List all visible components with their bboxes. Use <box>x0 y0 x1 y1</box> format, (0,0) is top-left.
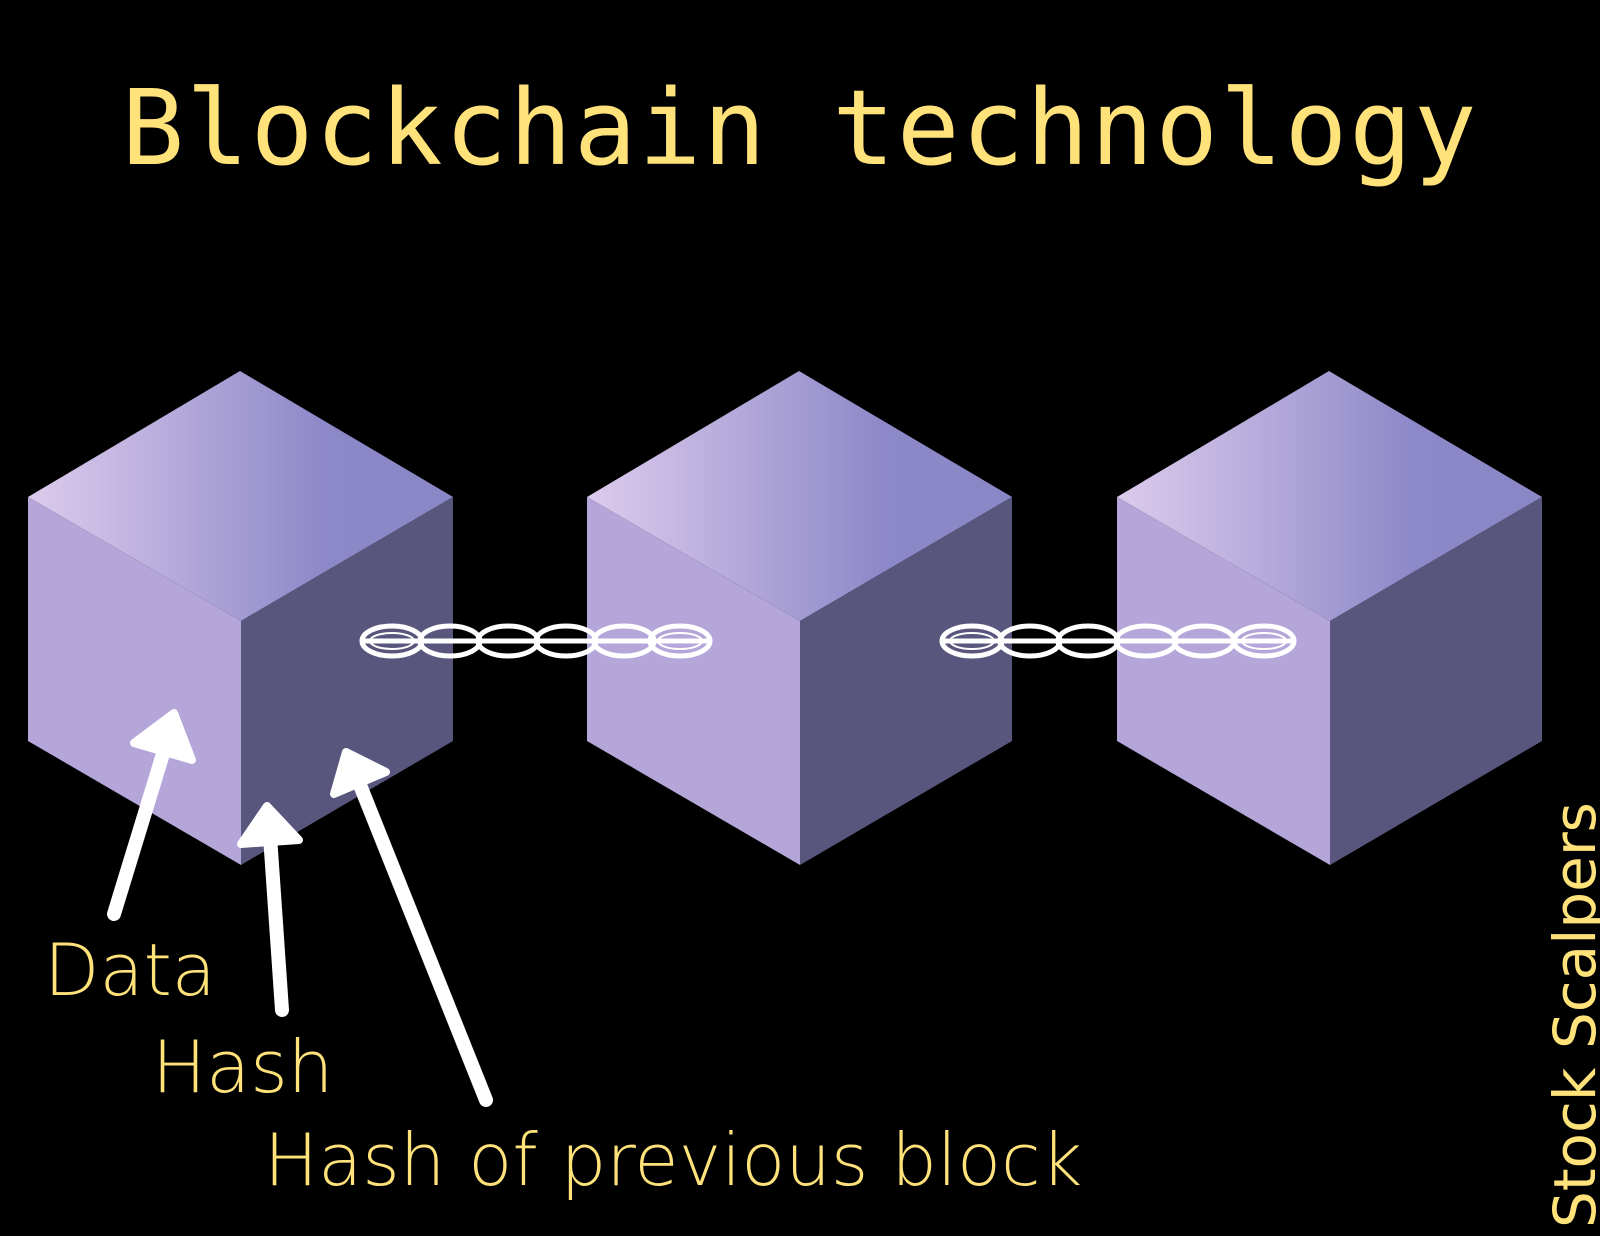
diagram-title: Blockchain technology <box>121 67 1479 189</box>
label-hash: Hash <box>152 1025 334 1109</box>
arrow-hash <box>237 802 303 1017</box>
chain-2-3 <box>939 623 1297 659</box>
block-3-top <box>1117 371 1542 621</box>
block-3 <box>1117 371 1542 865</box>
arrow-data <box>107 709 196 921</box>
chain-1-2 <box>359 623 713 659</box>
arrow-previous-hash <box>330 748 493 1107</box>
block-3-front <box>1117 497 1330 865</box>
block-1-side <box>241 497 453 865</box>
block-1-top <box>28 371 453 621</box>
block-3-side <box>1330 497 1542 865</box>
watermark: Stock Scalpers <box>1541 802 1600 1228</box>
block-2-front <box>587 497 800 865</box>
block-2-side <box>800 497 1012 865</box>
block-2 <box>587 371 1012 865</box>
label-data: Data <box>44 928 216 1012</box>
block-2-top <box>587 371 1012 621</box>
block-1 <box>28 371 453 865</box>
block-1-front <box>28 497 241 865</box>
label-previous-hash: Hash of previous block <box>264 1118 1083 1202</box>
